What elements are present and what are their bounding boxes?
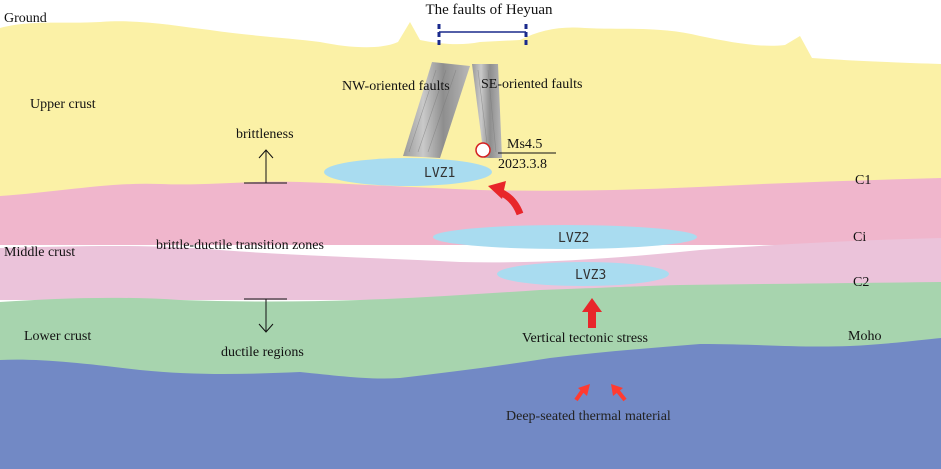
vertical-stress-label: Vertical tectonic stress bbox=[522, 331, 648, 346]
lvz3-ellipse bbox=[497, 262, 669, 286]
lvz1-ellipse bbox=[324, 158, 492, 186]
upper-crust-label: Upper crust bbox=[30, 97, 96, 112]
earthquake-date-label: 2023.3.8 bbox=[498, 157, 547, 172]
earthquake-epicenter-icon bbox=[475, 142, 491, 158]
lvz3-label: LVZ3 bbox=[575, 268, 606, 283]
mantle-layer bbox=[0, 338, 941, 469]
brittleness-up-arrow-icon bbox=[244, 149, 287, 184]
lvz1-label: LVZ1 bbox=[424, 166, 455, 181]
middle-crust-label: Middle crust bbox=[4, 245, 75, 260]
se-fault-label: SE-oriented faults bbox=[481, 77, 582, 92]
nw-fault-label: NW-oriented faults bbox=[342, 79, 450, 94]
middle-crust-upper-band bbox=[0, 178, 941, 245]
ci-boundary-label: Ci bbox=[853, 230, 866, 245]
c2-boundary-label: C2 bbox=[853, 275, 869, 290]
thermal-material-label: Deep-seated thermal material bbox=[506, 409, 671, 424]
middle-crust-lower-band bbox=[0, 238, 941, 300]
ductile-down-arrow-icon bbox=[244, 298, 287, 333]
moho-boundary-label: Moho bbox=[848, 329, 881, 344]
upper-crust-layer bbox=[0, 21, 941, 201]
diagram-title: The faults of Heyuan bbox=[425, 2, 553, 18]
lvz2-label: LVZ2 bbox=[558, 231, 589, 246]
vertical-stress-arrow-icon bbox=[582, 298, 602, 328]
brittleness-label: brittleness bbox=[236, 127, 294, 142]
thermal-arrow-left-icon bbox=[574, 384, 590, 402]
lvz2-ellipse bbox=[433, 225, 697, 249]
c1-boundary-label: C1 bbox=[855, 173, 871, 188]
ground-label: Ground bbox=[4, 11, 47, 26]
lower-crust-label: Lower crust bbox=[24, 329, 91, 344]
curved-stress-arrow-icon bbox=[488, 181, 524, 216]
transition-zones-label: brittle-ductile transition zones bbox=[156, 238, 324, 253]
earthquake-magnitude-label: Ms4.5 bbox=[507, 137, 542, 152]
ductile-regions-label: ductile regions bbox=[221, 345, 304, 360]
thermal-arrow-right-icon bbox=[611, 384, 627, 402]
nw-fault-plane bbox=[403, 62, 470, 158]
